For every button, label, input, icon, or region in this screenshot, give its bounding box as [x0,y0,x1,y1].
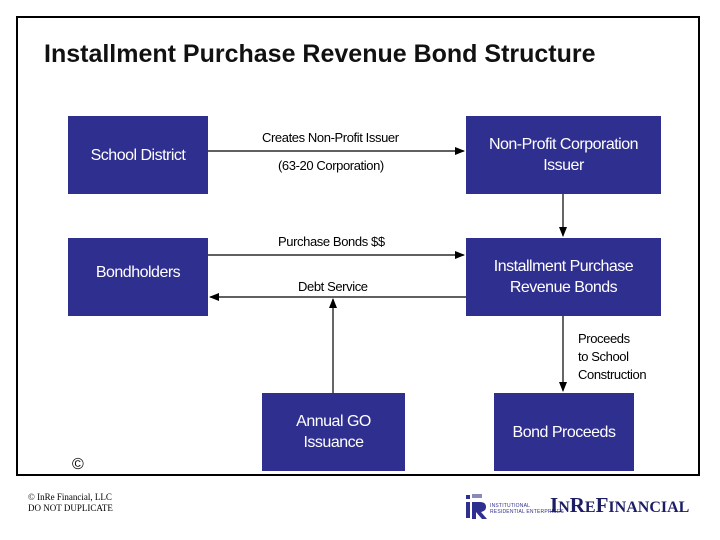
corporation-type-label: (63-20 Corporation) [278,158,384,173]
logo-tagline-line1: INSTITUTIONAL [490,503,531,509]
bondholders-label: Bondholders [95,264,181,281]
purchase-bonds-label: Purchase Bonds $$ [278,234,385,249]
debt-service-label: Debt Service [298,279,368,294]
creates-issuer-label: Creates Non-Profit Issuer [262,130,399,145]
nonprofit-issuer-label-line2: Issuer [543,157,584,174]
logo-tagline-line2: RESIDENTIAL ENTERPRISES [490,509,564,515]
bond-proceeds-box: Bond Proceeds [494,393,634,471]
proceeds-label-line3: Construction [578,367,647,382]
inre-logo-icon [466,494,487,519]
footer-line2: DO NOT DUPLICATE [28,503,113,513]
inre-financial-wordmark: INREFINANCIAL [550,493,690,517]
copyright-symbol: © [72,456,84,473]
annual-go-box: Annual GO Issuance [262,393,405,471]
installment-bonds-label-line1: Installment Purchase [493,258,634,275]
logo-tagline: INSTITUTIONAL RESIDENTIAL ENTERPRISES [490,503,564,515]
annual-go-label-line2: Issuance [303,434,364,451]
school-district-label: School District [90,146,186,164]
bond-proceeds-label: Bond Proceeds [512,423,616,441]
proceeds-label: Proceeds to School Construction [578,330,647,384]
annual-go-label-line1: Annual GO [296,413,371,430]
page-title: Installment Purchase Revenue Bond Struct… [44,40,596,68]
installment-bonds-box: Installment Purchase Revenue Bonds [466,238,661,316]
installment-bonds-label-line2: Revenue Bonds [509,279,618,296]
school-district-box: School District [68,116,208,194]
slide-frame [16,16,700,476]
footer-line1: © InRe Financial, LLC [28,492,112,502]
proceeds-label-line1: Proceeds [578,331,630,346]
footer-notice: © InRe Financial, LLC DO NOT DUPLICATE [28,492,113,514]
nonprofit-issuer-box: Non-Profit Corporation Issuer [466,116,661,194]
proceeds-label-line2: to School [578,349,629,364]
nonprofit-issuer-label-line1: Non-Profit Corporation [488,136,639,153]
bondholders-box: Bondholders [68,238,208,316]
